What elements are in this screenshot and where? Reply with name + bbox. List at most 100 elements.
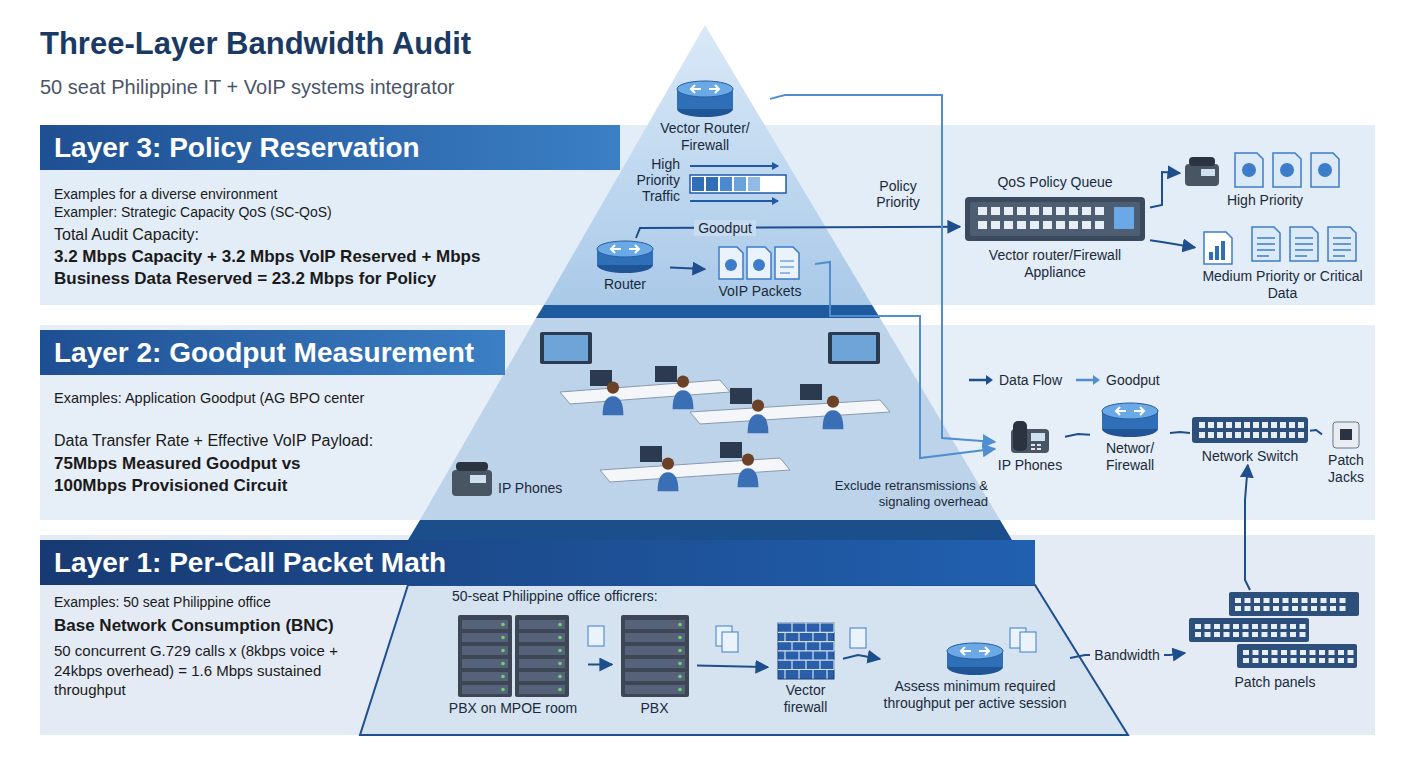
wall-icon	[791, 623, 792, 632]
panels-icon	[1311, 606, 1317, 611]
med-icon	[1221, 241, 1225, 260]
rack2-icon	[678, 662, 682, 666]
router-icon	[961, 647, 989, 655]
panels-icon	[1338, 650, 1344, 655]
appliance-icon	[1030, 207, 1039, 215]
connector	[1245, 465, 1250, 590]
panels-icon	[1214, 624, 1220, 629]
band-text: 50 concurrent G.729 calls x (8kbps voice…	[54, 641, 354, 700]
hi-icon	[1273, 153, 1301, 187]
med-icon	[1257, 238, 1275, 256]
appliance-icon	[978, 207, 987, 215]
office-illustration	[748, 400, 769, 434]
wall-icon	[798, 651, 799, 660]
device-label: Vector Router/ Firewall	[640, 120, 770, 154]
panels-icon	[1233, 632, 1239, 637]
router-icon	[945, 642, 1005, 676]
panels-icon	[1254, 598, 1260, 603]
rack-icon	[519, 633, 565, 642]
rack-icon	[515, 615, 569, 697]
router-icon	[947, 643, 1003, 659]
router-icon	[677, 81, 733, 97]
legend-swatch	[1075, 373, 1101, 387]
panels-icon	[1281, 632, 1287, 637]
connector	[588, 664, 612, 666]
appliance-icon	[1082, 207, 1091, 215]
phone-icon	[1031, 445, 1041, 449]
legend-text: Data Flow	[999, 372, 1062, 388]
panels-icon	[1283, 606, 1289, 611]
device-label: Assess minimum required throughput per a…	[880, 678, 1070, 712]
rack-icon	[458, 615, 512, 697]
device-icon	[1183, 150, 1348, 190]
legend-item: Data Flow	[968, 372, 1062, 388]
connector	[1150, 240, 1195, 247]
docs-icon	[717, 245, 803, 281]
wall-icon	[778, 632, 834, 633]
panels-icon	[1235, 606, 1241, 611]
panels-icon	[1189, 618, 1309, 642]
device-label: High Priority	[1227, 192, 1303, 209]
switch-icon	[1298, 432, 1304, 438]
hi-icon	[1318, 163, 1332, 177]
med-icon	[1295, 238, 1313, 256]
device-icon	[595, 240, 655, 274]
switch-icon	[1226, 422, 1232, 428]
band-text: Base Network Consumption (BNC)	[54, 615, 384, 637]
panels-icon	[1262, 650, 1268, 655]
edge-label: Bandwidth	[1090, 647, 1163, 663]
med-icon	[1333, 238, 1351, 256]
device-icon	[457, 614, 569, 698]
rack-icon	[501, 623, 505, 627]
docs-icon	[753, 259, 765, 271]
band-heading: Layer 2: Goodput Measurement	[40, 330, 505, 375]
legend-swatch	[968, 373, 994, 387]
hi-icon	[1183, 150, 1348, 190]
note-label: 50-seat Philippine office officrers:	[452, 588, 658, 604]
panels-icon	[1348, 658, 1354, 663]
panels-icon	[1319, 658, 1325, 663]
router-icon	[1102, 403, 1158, 419]
device-node: High Priority	[1180, 148, 1350, 209]
rack-icon	[501, 649, 505, 653]
layer-band: Layer 2: Goodput MeasurementExamples: Ap…	[40, 325, 1375, 520]
switch-icon	[1208, 432, 1214, 438]
device-icon	[777, 622, 835, 680]
rack-icon	[501, 675, 505, 679]
band-text: Total Audit Capacity:	[54, 225, 534, 246]
med-icon	[1290, 227, 1318, 261]
panels-icon	[1291, 658, 1297, 663]
panels-icon	[1224, 624, 1230, 629]
panels-icon	[1273, 606, 1279, 611]
band-heading: Layer 3: Policy Reservation	[40, 125, 620, 170]
appliance-icon	[1043, 207, 1052, 215]
router-icon	[1116, 407, 1144, 415]
panels-icon	[1214, 632, 1220, 637]
office-illustration	[600, 458, 790, 482]
band-heading: Layer 1: Per-Call Packet Math	[40, 540, 1035, 585]
rack-icon	[501, 636, 505, 640]
band-text: Examples for a diverse environment	[54, 185, 534, 203]
panels-icon	[1253, 658, 1259, 663]
panels-icon	[1290, 632, 1296, 637]
edge-label: Goodput	[694, 220, 756, 236]
router-icon	[611, 245, 639, 253]
panels-icon	[1262, 632, 1268, 637]
wall-icon	[833, 642, 834, 651]
wall-icon	[777, 622, 835, 680]
router-icon	[1100, 402, 1160, 438]
band-text: 3.2 Mbps Capacity + 3.2 Mbps VoIP Reserv…	[54, 246, 534, 290]
panels-icon	[1254, 606, 1260, 611]
med-icon	[1252, 227, 1280, 261]
jack-icon	[1331, 420, 1361, 450]
med-icon	[1204, 232, 1232, 264]
device-label: Patch Jacks	[1322, 452, 1370, 486]
panels-icon	[1243, 632, 1249, 637]
rack2-icon	[620, 614, 690, 698]
panels-icon	[1273, 598, 1279, 603]
appliance-icon	[1004, 207, 1013, 215]
diagram-title: Three-Layer Bandwidth Audit	[40, 26, 471, 62]
switch-icon	[1253, 432, 1259, 438]
wall-icon	[826, 670, 827, 679]
appliance-icon	[1069, 221, 1078, 229]
